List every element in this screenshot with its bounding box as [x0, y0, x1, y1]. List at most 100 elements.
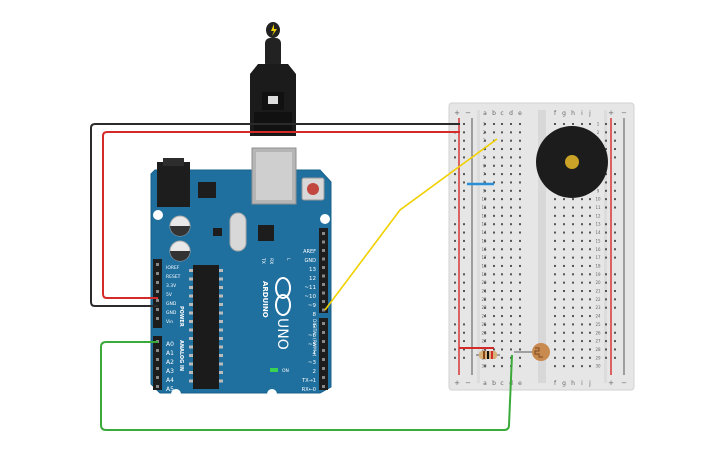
- breadboard-row-number: 13: [481, 222, 487, 227]
- wire-gnd-black[interactable]: [90, 123, 460, 307]
- led-rx-label: RX: [268, 258, 274, 264]
- piezo-buzzer-icon[interactable]: [536, 126, 608, 198]
- breadboard-row-number: 13: [595, 222, 601, 227]
- arduino-uno-board[interactable]: ON TX RX L ARDUINO UNO DIGITAL (PWM~) PO…: [150, 22, 332, 399]
- brand-label: ARDUINO: [261, 281, 269, 318]
- pin-label-a0: A0: [166, 341, 174, 348]
- wire-5v-red[interactable]: [102, 131, 460, 299]
- breadboard-row-number: 3: [483, 138, 486, 143]
- pin-label-reset: RESET: [166, 274, 181, 280]
- breadboard-row-number: 21: [481, 289, 487, 294]
- breadboard-holes: [454, 123, 616, 368]
- breadboard-column-label: i: [581, 110, 583, 117]
- model-label: UNO: [274, 318, 290, 350]
- pin-label-7: 7: [313, 324, 317, 330]
- breadboard-row-number: 15: [481, 238, 487, 243]
- power-jack: [157, 162, 190, 207]
- rail-plus-label: +: [454, 109, 460, 117]
- breadboard-column-label: h: [571, 110, 575, 117]
- breadboard-row-number: 26: [595, 330, 601, 335]
- breadboard-row-number: 22: [481, 297, 487, 302]
- analog-header: [153, 336, 162, 390]
- mounting-hole: [153, 210, 163, 220]
- breadboard-row-number: 28: [595, 347, 601, 352]
- breadboard-column-label: a: [483, 110, 487, 117]
- breadboard-column-label: c: [500, 380, 503, 387]
- breadboard-row-number: 20: [481, 280, 487, 285]
- breadboard-row-number: 9: [483, 188, 486, 193]
- capacitor: [169, 215, 191, 237]
- pin-label-4: 4: [313, 351, 317, 357]
- on-label: ON: [282, 368, 289, 374]
- breadboard-row-number: 17: [595, 255, 601, 260]
- breadboard-row-number: 2: [597, 130, 600, 135]
- wire-pin9-yellow[interactable]: [324, 138, 498, 311]
- pin-label-rx0: RX←0: [302, 387, 316, 393]
- breadboard-row-number: 12: [595, 213, 601, 218]
- power-label: POWER: [178, 306, 184, 327]
- rail-minus-label: −: [465, 379, 471, 387]
- pin-label-gnd: GND: [166, 310, 177, 316]
- breadboard-row-number: 27: [481, 339, 487, 344]
- pin-label-a1: A1: [166, 350, 174, 357]
- breadboard-column-label: b: [492, 380, 496, 387]
- breadboard-row-number: 19: [595, 272, 601, 277]
- breadboard-column-label: b: [492, 110, 496, 117]
- breadboard-row-number: 29: [595, 355, 601, 360]
- crystal-oscillator: [229, 212, 247, 252]
- breadboard-row-number: 23: [595, 305, 601, 310]
- usb-chip: [258, 225, 274, 241]
- breadboard-row-number: 25: [481, 322, 487, 327]
- on-led: [270, 368, 278, 372]
- wire-a0-green[interactable]: [100, 341, 513, 431]
- rail-minus-label: −: [621, 109, 627, 117]
- breadboard-row-number: 24: [481, 314, 487, 319]
- pin-label-13: 13: [309, 267, 316, 273]
- digital-label: DIGITAL (PWM~): [311, 319, 317, 357]
- rail-plus-label: +: [608, 379, 614, 387]
- pin-label-aref: AREF: [303, 249, 316, 255]
- analog-label: ANALOG IN: [178, 340, 184, 371]
- breadboard-row-number: 18: [595, 263, 601, 268]
- breadboard-row-number: 27: [595, 339, 601, 344]
- pin-label-2: 2: [313, 369, 317, 375]
- breadboard-row-number: 16: [595, 247, 601, 252]
- breadboard-row-number: 10: [481, 197, 487, 202]
- reset-button[interactable]: [301, 177, 325, 201]
- photoresistor-icon[interactable]: [514, 343, 550, 361]
- pin-label-tx1: TX→1: [301, 378, 316, 384]
- mounting-hole: [171, 389, 181, 399]
- breadboard-row-number: 26: [481, 330, 487, 335]
- pin-label-ioref: IOREF: [166, 265, 180, 271]
- breadboard-row-number: 10: [595, 197, 601, 202]
- pin-label-vin: Vin: [166, 319, 173, 325]
- mounting-hole: [320, 214, 330, 224]
- breadboard-row-number: 22: [595, 297, 601, 302]
- breadboard-column-label: a: [483, 380, 487, 387]
- breadboard-column-label: j: [588, 380, 591, 387]
- breadboard-row-number: 15: [595, 238, 601, 243]
- led-tx-label: TX: [260, 257, 266, 264]
- pin-label-12: 12: [309, 276, 316, 282]
- pin-label-a3: A3: [166, 368, 174, 375]
- pin-label-3v3: 3.3V: [166, 283, 177, 289]
- breadboard-row-number: 18: [481, 263, 487, 268]
- breadboard-row-number: 2: [483, 130, 486, 135]
- resistor-icon[interactable]: [476, 351, 500, 359]
- pin-label-8: 8: [313, 312, 317, 318]
- breadboard-row-number: 8: [483, 180, 486, 185]
- breadboard-column-label: i: [581, 380, 583, 387]
- breadboard-row-number: 1: [483, 122, 486, 127]
- breadboard-column-label: f: [554, 110, 557, 117]
- breadboard-row-number: 30: [595, 364, 601, 369]
- breadboard-row-number: 16: [481, 247, 487, 252]
- breadboard-column-label: j: [588, 110, 591, 117]
- pin-label-10: ~10: [304, 294, 316, 300]
- breadboard-row-number: 25: [595, 322, 601, 327]
- breadboard-row-number: 12: [481, 213, 487, 218]
- usb-plug-icon: [250, 22, 296, 136]
- breadboard-labels: aabbccddeeffgghhiijj11223344556677889910…: [454, 109, 627, 387]
- pin-label-a2: A2: [166, 359, 174, 366]
- breadboard-row-number: 21: [595, 289, 601, 294]
- breadboard-row-number: 5: [483, 155, 486, 160]
